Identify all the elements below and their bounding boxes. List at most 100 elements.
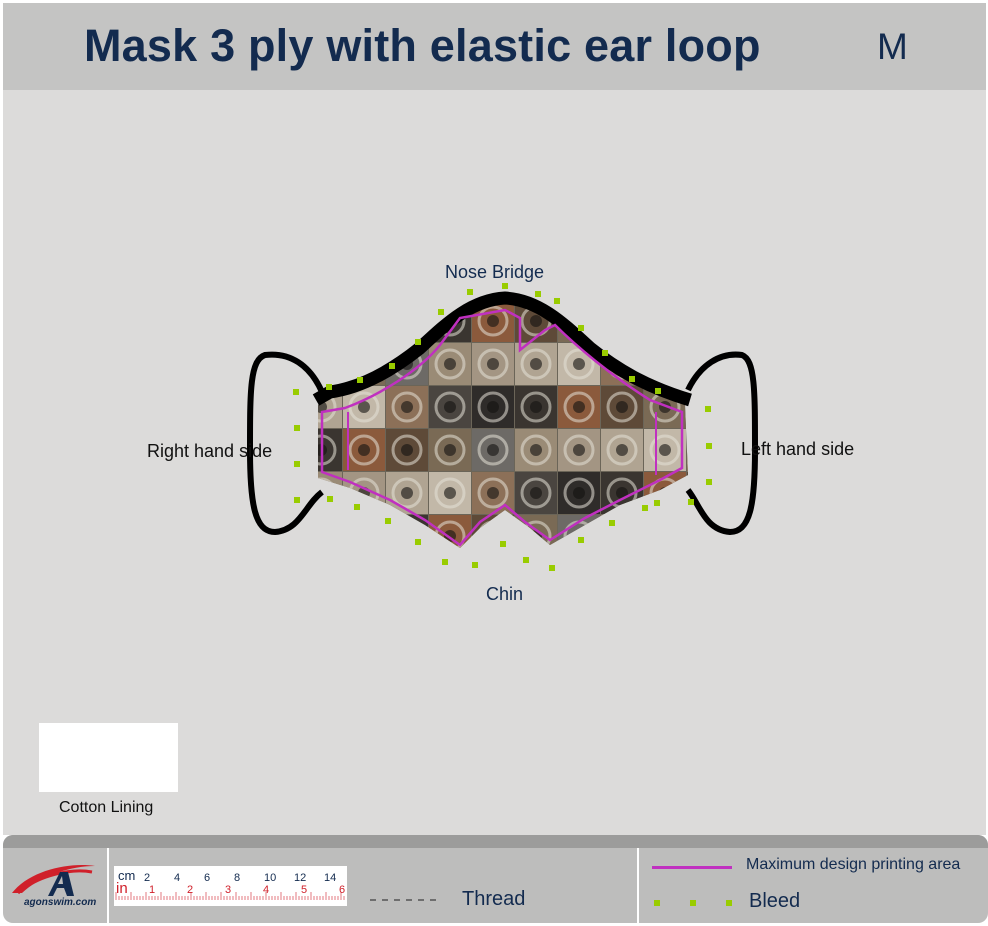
pattern-spiral [477,434,509,466]
pattern-spiral-center [444,487,456,499]
pattern-spiral [348,434,380,466]
pattern-spiral [563,477,595,509]
pattern-spiral-center [530,487,542,499]
bleed-dot [327,496,333,502]
ruler-cm-label: cm [118,868,136,883]
bleed-dot [578,325,584,331]
pattern-spiral-center [487,444,499,456]
ruler-in-tick: 1 [149,884,156,896]
pattern-spiral [477,348,509,380]
pattern-spiral-center [530,315,542,327]
ruler-in-tick: 2 [187,884,194,896]
bleed-dot [609,520,615,526]
ruler-cm-tick: 6 [204,872,211,884]
pattern-spiral-center [573,487,585,499]
bleed-dot [706,443,712,449]
pattern-spiral [520,434,552,466]
header-bar [3,3,986,90]
bleed-dot [385,518,391,524]
bleed-legend-label: Bleed [749,890,801,912]
right-hand-side-label: Right hand side [147,441,273,461]
thread-label: Thread [462,888,526,910]
page-title: Mask 3 ply with elastic ear loop [84,20,761,71]
footer-top-strip [3,835,988,848]
bleed-dot [602,350,608,356]
pattern-spiral-center [401,487,413,499]
print-area-legend-line [652,866,732,869]
pattern-spiral [391,477,423,509]
bleed-dot [500,541,506,547]
print-area-outline [320,308,684,547]
pattern-spiral [563,391,595,423]
pattern-spiral [477,305,509,337]
pattern-spiral-center [573,401,585,413]
left-hand-side-label: Left hand side [741,439,855,459]
ruler-in-tick: 3 [225,884,232,896]
pattern-spiral [606,391,638,423]
bleed-legend-dot [654,900,660,906]
right-ear-loop [246,351,325,536]
pattern-spiral-center [616,444,628,456]
bleed-dot [293,389,299,395]
ruler-cm-tick: 10 [264,872,277,884]
cotton-lining-swatch [39,723,178,792]
pattern-spiral-center [573,444,585,456]
ruler-in-tick: 6 [339,884,346,896]
bleed-dot [642,505,648,511]
cotton-lining-label: Cotton Lining [59,799,154,816]
pattern-spiral-center [401,444,413,456]
pattern-spiral [563,434,595,466]
pattern-spiral-center [616,487,628,499]
bleed-dot [655,388,661,394]
pattern-spiral [520,348,552,380]
bleed-dot [554,298,560,304]
bleed-dot [326,384,332,390]
footer-divider [107,848,109,923]
pattern-spiral-center [318,401,327,413]
pattern-spiral [606,434,638,466]
bleed-dot [389,363,395,369]
bleed-dot [415,539,421,545]
pattern-spiral [391,391,423,423]
pattern-spiral [434,348,466,380]
pattern-spiral-center [530,358,542,370]
ruler-cm-tick: 14 [324,872,337,884]
pattern-spiral [477,391,509,423]
bleed-dot [442,559,448,565]
bleed-dot [535,291,541,297]
pattern-spiral [477,477,509,509]
left-ear-loop [685,351,759,536]
footer-divider [637,848,639,923]
bleed-dot [354,504,360,510]
ruler-in-tick: 5 [301,884,308,896]
pattern-spiral-center [573,358,585,370]
print-area-legend-label: Maximum design printing area [746,856,961,873]
bleed-legend-dot [690,900,696,906]
bleed-dot [438,309,444,315]
bleed-dot [502,283,508,289]
pattern-spiral [563,348,595,380]
ruler-ticks [115,892,345,900]
bleed-dot [357,377,363,383]
bleed-dot [705,406,711,412]
pattern-spiral [434,391,466,423]
ruler-cm-tick: 8 [234,872,241,884]
bleed-dot [706,479,712,485]
nose-bridge-label: Nose Bridge [445,262,545,282]
pattern-spiral-center [401,401,413,413]
pattern-spiral-center [487,358,499,370]
ruler-cm-tick: 12 [294,872,307,884]
pattern-spiral [391,434,423,466]
bleed-markers [293,283,712,571]
pattern-spiral [434,434,466,466]
pattern-spiral [520,477,552,509]
pattern-spiral-center [487,487,499,499]
bleed-dot [472,562,478,568]
bleed-dot [294,497,300,503]
bleed-dot [549,565,555,571]
ruler-in-tick: 4 [263,884,270,896]
